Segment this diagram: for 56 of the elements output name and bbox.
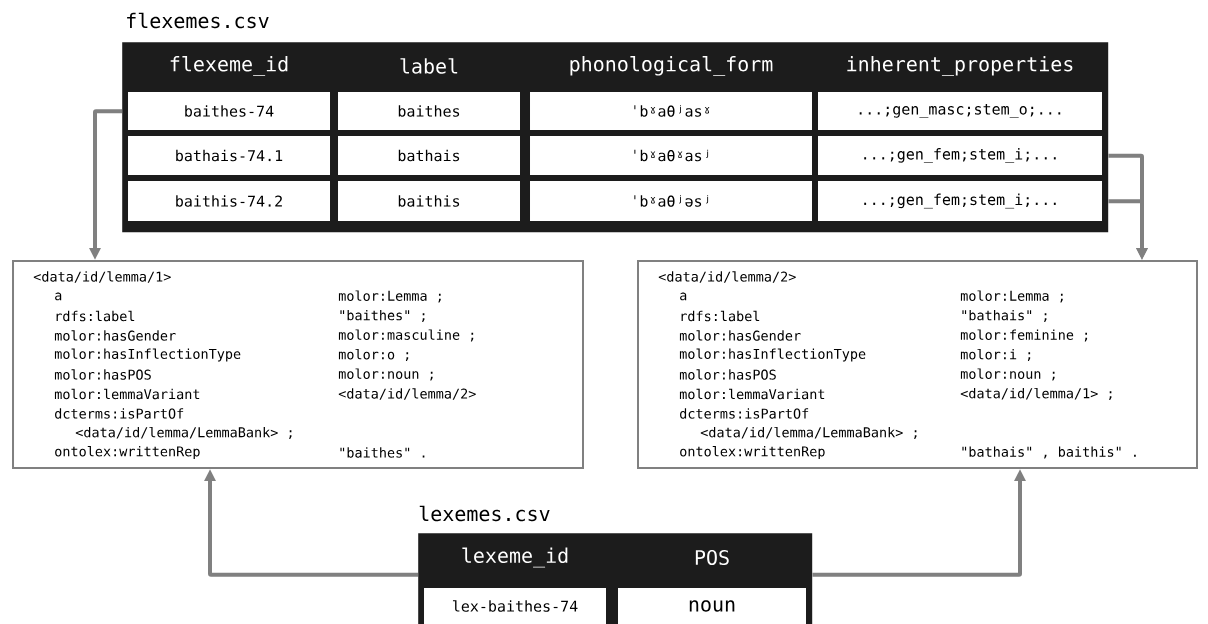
column-header: label <box>400 58 458 74</box>
table-cell: bathais <box>338 136 520 175</box>
code-text: "baithes" ; <box>340 309 425 323</box>
code-text: molor:hasInflectionType <box>679 348 866 362</box>
table-cell: bathais-74.1 <box>128 136 330 175</box>
code-text: dcterms:isPartOf <box>55 408 184 419</box>
column-header: lexeme_id <box>462 547 568 568</box>
code-text: dcterms:isPartOf <box>680 408 809 419</box>
table-cell: ˈbˠaθʲəsʲ <box>530 181 812 221</box>
code-text: "baithes" . <box>340 447 425 458</box>
code-text: "bathais" , baithis" . <box>962 446 1136 459</box>
column-header: inherent_properties <box>847 56 1073 76</box>
code-text: <data/id/lemma/2> <box>338 388 476 400</box>
file-name: lexemes.csv <box>419 505 550 522</box>
code-text: molor:Lemma ; <box>960 290 1063 303</box>
code-text: molor:Lemma ; <box>338 290 441 303</box>
column-header: POS <box>695 549 729 566</box>
code-text: molor:hasInflectionType <box>54 348 241 362</box>
file-name: flexemes.csv <box>127 12 269 29</box>
code-text: ontolex:writtenRep <box>680 445 825 460</box>
code-text: molor:i ; <box>960 348 1031 362</box>
code-text: a <box>680 292 687 301</box>
code-text: molor:lemmaVariant <box>54 388 200 400</box>
table-cell: baithes <box>338 92 520 130</box>
code-text: <data/id/lemma/2> <box>658 271 796 283</box>
code-text: molor:hasGender <box>679 330 801 341</box>
code-text: molor:o ; <box>338 348 409 362</box>
table-cell: baithis <box>338 181 520 221</box>
table-cell: ...;gen_fem;stem_i;... <box>818 181 1102 221</box>
table-cell: lex-baithes-74 <box>424 588 606 624</box>
code-text: molor:hasPOS <box>54 369 151 380</box>
code-text: rdfs:label <box>681 310 760 322</box>
code-text: <data/id/lemma/LemmaBank> ; <box>700 426 917 440</box>
code-text: <data/id/lemma/1> ; <box>960 387 1112 401</box>
code-text: rdfs:label <box>56 310 135 322</box>
table-cell: baithis-74.2 <box>128 181 330 221</box>
column-header: phonological_form <box>570 56 773 76</box>
code-text: ontolex:writtenRep <box>55 445 200 460</box>
code-text: molor:feminine ; <box>960 329 1088 342</box>
table-cell: noun <box>618 588 806 624</box>
table-cell: ...;gen_fem;stem_i;... <box>818 136 1102 175</box>
code-text: molor:lemmaVariant <box>679 388 825 400</box>
table-cell: ˈbˠaθʲasˠ <box>530 92 812 130</box>
code-text: <data/id/lemma/LemmaBank> ; <box>75 426 292 440</box>
table-cell: ˈbˠaθˠasʲ <box>530 136 812 175</box>
code-text: molor:hasPOS <box>679 369 776 380</box>
code-text: "bathais" ; <box>962 309 1047 323</box>
code-text: a <box>55 292 62 301</box>
column-header: flexeme_id <box>170 56 288 76</box>
table-cell: baithes-74 <box>128 92 330 130</box>
code-text: molor:noun ; <box>338 368 433 381</box>
table-cell: ...;gen_masc;stem_o;... <box>818 92 1102 130</box>
code-text: molor:hasGender <box>54 330 176 341</box>
code-text: <data/id/lemma/1> <box>33 271 171 283</box>
code-text: molor:masculine ; <box>338 329 474 342</box>
code-text: molor:noun ; <box>960 368 1055 381</box>
